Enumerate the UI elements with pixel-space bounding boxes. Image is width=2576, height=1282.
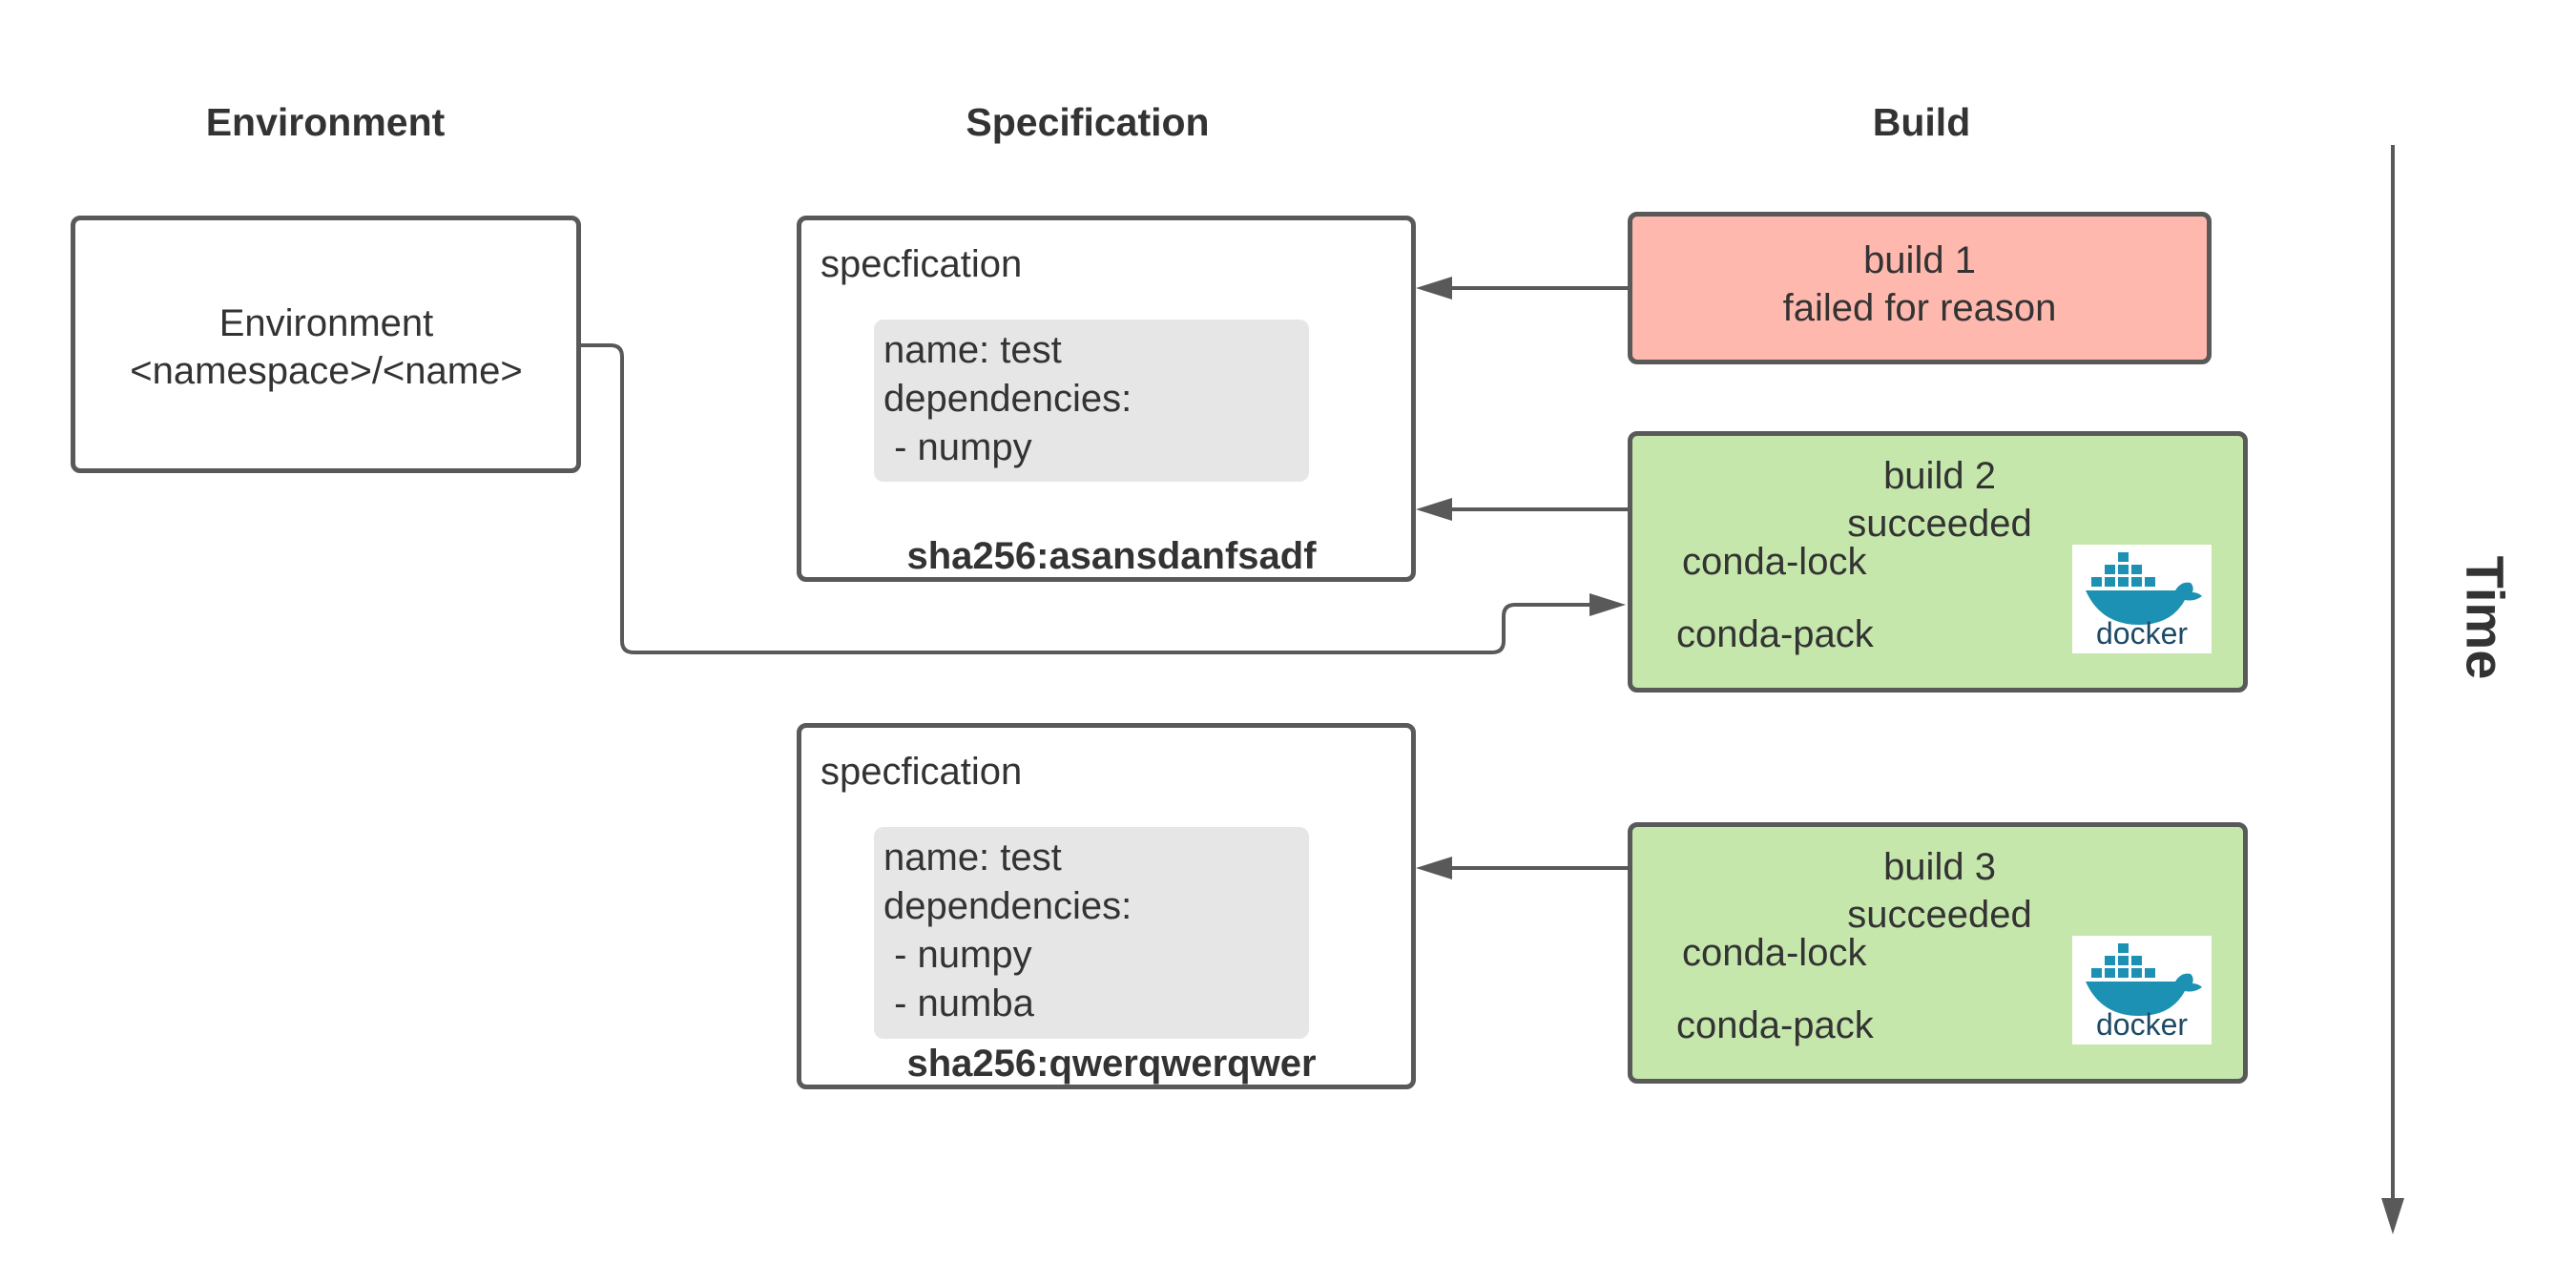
arrowhead-build1 [1416,277,1452,300]
build2-conda-pack: conda-pack [1676,613,1874,655]
docker-icon: docker [2072,936,2212,1044]
build-2-box: build 2 succeeded conda-lock conda-pack … [1628,431,2248,693]
docker-icon: docker [2072,545,2212,653]
spec1-code-line: dependencies: [883,378,1132,420]
spec2-code-line: - numpy [883,934,1032,976]
build3-conda-lock: conda-lock [1682,932,1867,974]
svg-text:docker: docker [2096,616,2188,651]
spec1-code-line: name: test [883,329,1062,371]
arrowhead-build2 [1416,498,1452,521]
specification-box-2: specfication name: test dependencies: - … [797,723,1416,1089]
environment-label: Environment [218,302,434,344]
svg-text:docker: docker [2096,1007,2188,1042]
arrowhead-environment [1589,593,1626,616]
spec2-code-line: dependencies: [883,885,1132,927]
spec2-code-line: name: test [883,837,1062,879]
specification-box-1: specfication name: test dependencies: - … [797,216,1416,582]
spec1-hash: sha256:asansdanfsadf [906,535,1317,577]
spec2-code-block: name: test dependencies: - numpy - numba [874,827,1309,1039]
spec2-code-line: - numba [883,982,1034,1024]
spec1-code-line: - numpy [883,426,1032,468]
arrowhead-build3 [1416,857,1452,879]
spec2-title: specfication [821,751,1023,793]
build-3-box: build 3 succeeded conda-lock conda-pack … [1628,822,2248,1084]
build2-conda-lock: conda-lock [1682,541,1867,583]
environment-path: <namespace>/<name> [130,350,523,392]
build1-status: failed for reason [1782,287,2057,329]
spec2-hash: sha256:qwerqwerqwer [906,1043,1317,1085]
header-build: Build [1872,100,1971,144]
build1-title: build 1 [1863,239,1976,281]
header-environment: Environment [205,100,446,144]
time-axis-arrowhead [2381,1198,2404,1234]
header-specification: Specification [966,100,1210,144]
arrow-environment-to-build2 [580,343,1591,654]
build2-status: succeeded [1847,503,2032,545]
spec1-code-block: name: test dependencies: - numpy [874,320,1309,482]
build3-status: succeeded [1847,894,2032,936]
time-label: Time [2455,555,2516,680]
environment-box: Environment <namespace>/<name> [71,216,581,473]
build3-conda-pack: conda-pack [1676,1004,1874,1046]
build2-title: build 2 [1883,455,1996,497]
build-1-box: build 1 failed for reason [1628,212,2212,364]
spec1-title: specfication [821,243,1023,285]
build3-title: build 3 [1883,846,1996,888]
